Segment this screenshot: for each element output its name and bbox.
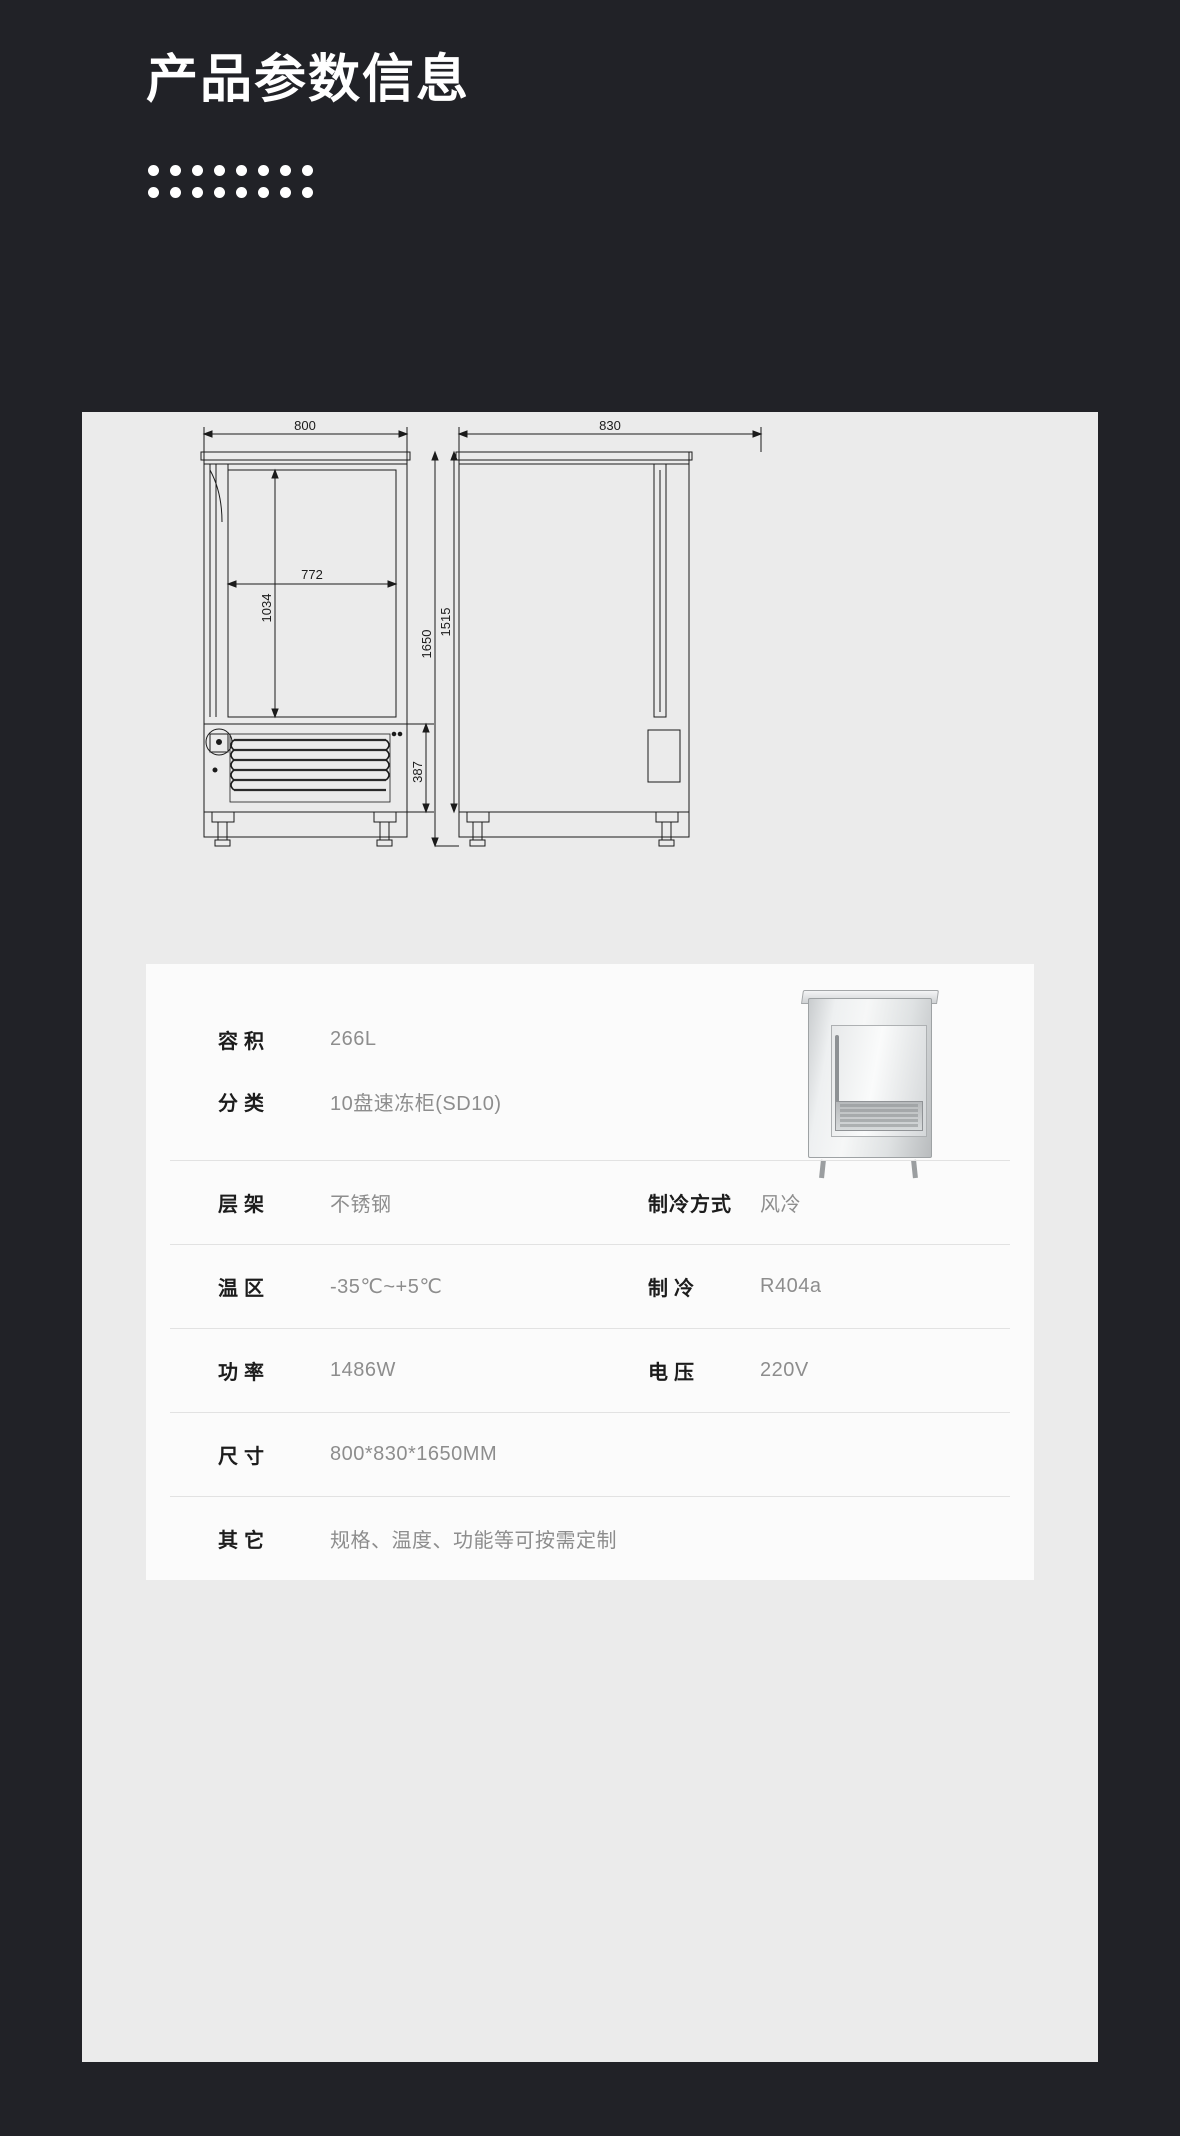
dot-icon bbox=[258, 165, 269, 176]
spec-cell: 温区 -35℃~+5℃ bbox=[218, 1272, 648, 1301]
dot-icon bbox=[148, 165, 159, 176]
decorative-dot-grid bbox=[148, 165, 318, 203]
dot-icon bbox=[236, 165, 247, 176]
table-row: 容积 266L bbox=[146, 1008, 1034, 1070]
dimension-label-inner-width: 772 bbox=[301, 567, 323, 582]
page-title: 产品参数信息 bbox=[146, 51, 471, 109]
spec-value: 1486W bbox=[330, 1358, 396, 1381]
spec-value: 风冷 bbox=[760, 1193, 801, 1216]
spec-cell: 层架 不锈钢 bbox=[218, 1188, 648, 1217]
dimension-label-front-width: 800 bbox=[294, 418, 316, 433]
product-photo bbox=[792, 980, 948, 1180]
dot-icon bbox=[302, 187, 313, 198]
dot-icon bbox=[170, 187, 181, 198]
spec-top-block: 容积 266L 分类 10盘速冻柜(SD10) bbox=[146, 964, 1034, 1160]
cabinet-grille bbox=[835, 1101, 923, 1131]
spec-cell: 制冷方式 风冷 bbox=[648, 1188, 1034, 1217]
spec-value: 266L bbox=[330, 1027, 377, 1050]
dimension-label-inner-height: 1034 bbox=[259, 594, 274, 623]
dot-icon bbox=[302, 165, 313, 176]
dimension-label-body-height: 1515 bbox=[438, 608, 453, 637]
dot-icon bbox=[214, 187, 225, 198]
table-row: 分类 10盘速冻柜(SD10) bbox=[146, 1070, 1034, 1132]
spec-value: 800*830*1650MM bbox=[330, 1442, 498, 1465]
content-panel: 800 772 1034 387 830 1650 1515 bbox=[82, 412, 1098, 2062]
spec-label: 功率 bbox=[218, 1361, 270, 1384]
spec-value: 规格、温度、功能等可按需定制 bbox=[330, 1529, 617, 1552]
page-header: 产品参数信息 bbox=[0, 0, 1180, 113]
dot-icon bbox=[148, 187, 159, 198]
spec-label: 容积 bbox=[218, 1030, 270, 1053]
table-row: 层架 不锈钢 制冷方式 风冷 bbox=[146, 1160, 1034, 1244]
spec-cell: 其它 规格、温度、功能等可按需定制 bbox=[218, 1524, 648, 1553]
spec-label: 尺寸 bbox=[218, 1445, 270, 1468]
spec-value: 220V bbox=[760, 1358, 809, 1381]
table-row: 功率 1486W 电压 220V bbox=[146, 1328, 1034, 1412]
technical-drawing: 800 772 1034 387 830 1650 1515 bbox=[82, 412, 1098, 972]
spec-value: R404a bbox=[760, 1274, 822, 1297]
dot-icon bbox=[280, 187, 291, 198]
dimension-label-base-height: 387 bbox=[410, 761, 425, 783]
spec-cell: 尺寸 800*830*1650MM bbox=[218, 1440, 648, 1469]
spec-value: -35℃~+5℃ bbox=[330, 1275, 443, 1298]
dimension-label-total-height: 1650 bbox=[419, 630, 434, 659]
spec-value: 不锈钢 bbox=[330, 1193, 392, 1216]
dot-icon bbox=[192, 187, 203, 198]
dot-icon bbox=[192, 165, 203, 176]
specification-table: 容积 266L 分类 10盘速冻柜(SD10) 层架 不锈钢 制冷方式 风冷 bbox=[146, 964, 1034, 1580]
dot-icon bbox=[170, 165, 181, 176]
spec-label: 制冷 bbox=[648, 1277, 700, 1300]
table-row: 其它 规格、温度、功能等可按需定制 bbox=[146, 1496, 1034, 1580]
spec-cell: 分类 10盘速冻柜(SD10) bbox=[218, 1087, 648, 1116]
dot-icon bbox=[214, 165, 225, 176]
spec-cell: 电压 220V bbox=[648, 1356, 1034, 1385]
dot-icon bbox=[280, 165, 291, 176]
table-row: 温区 -35℃~+5℃ 制冷 R404a bbox=[146, 1244, 1034, 1328]
dot-icon bbox=[258, 187, 269, 198]
cabinet-handle bbox=[835, 1035, 839, 1119]
spec-value: 10盘速冻柜(SD10) bbox=[330, 1092, 502, 1115]
cabinet-body bbox=[808, 998, 932, 1158]
spec-label: 温区 bbox=[218, 1277, 270, 1300]
spec-cell: 制冷 R404a bbox=[648, 1272, 1034, 1301]
spec-label: 制冷方式 bbox=[648, 1193, 732, 1216]
dimension-label-depth: 830 bbox=[599, 418, 621, 433]
spec-label: 电压 bbox=[648, 1361, 700, 1384]
spec-label: 分类 bbox=[218, 1092, 270, 1115]
spec-label: 其它 bbox=[218, 1529, 270, 1552]
dot-icon bbox=[236, 187, 247, 198]
spec-cell: 容积 266L bbox=[218, 1025, 648, 1054]
table-row: 尺寸 800*830*1650MM bbox=[146, 1412, 1034, 1496]
spec-label: 层架 bbox=[218, 1193, 270, 1216]
spec-cell: 功率 1486W bbox=[218, 1356, 648, 1385]
